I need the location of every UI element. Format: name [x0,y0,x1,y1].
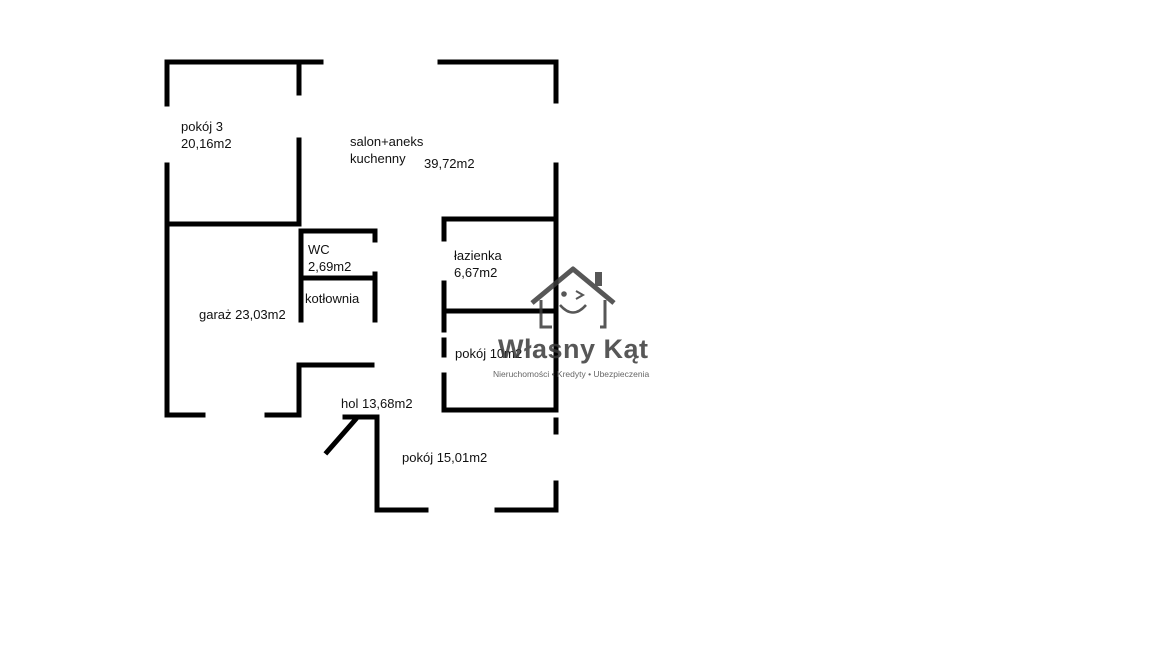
room-area-wc: 2,69m2 [308,259,352,274]
room-label-lazienka: łazienka [454,248,502,263]
room-label-salon: salon+aneks [350,134,424,149]
room-label-pokoj-10: pokój 10m2 [455,346,523,361]
room-area-lazienka: 6,67m2 [454,265,498,280]
room-label-salon-kuchenny: kuchenny [350,151,406,166]
entrance-door [323,416,359,456]
room-label-kotlownia: kotłownia [305,291,360,306]
room-area-salon: 39,72m2 [424,156,475,171]
room-label-pokoj-15: pokój 15,01m2 [402,450,488,465]
watermark-name: Własny Kąt [498,334,649,364]
room-label-wc: WC [308,242,330,257]
room-label-hol: hol 13,68m2 [341,396,413,411]
room-label-pokoj-3: pokój 3 [181,119,223,134]
walls [164,59,559,513]
room-area-pokoj-3: 20,16m2 [181,136,232,151]
watermark-tagline: Nieruchomości • Kredyty • Ubezpieczenia [493,369,650,379]
watermark-house-icon [530,266,616,329]
room-label-garaz: garaż 23,03m2 [199,307,286,322]
